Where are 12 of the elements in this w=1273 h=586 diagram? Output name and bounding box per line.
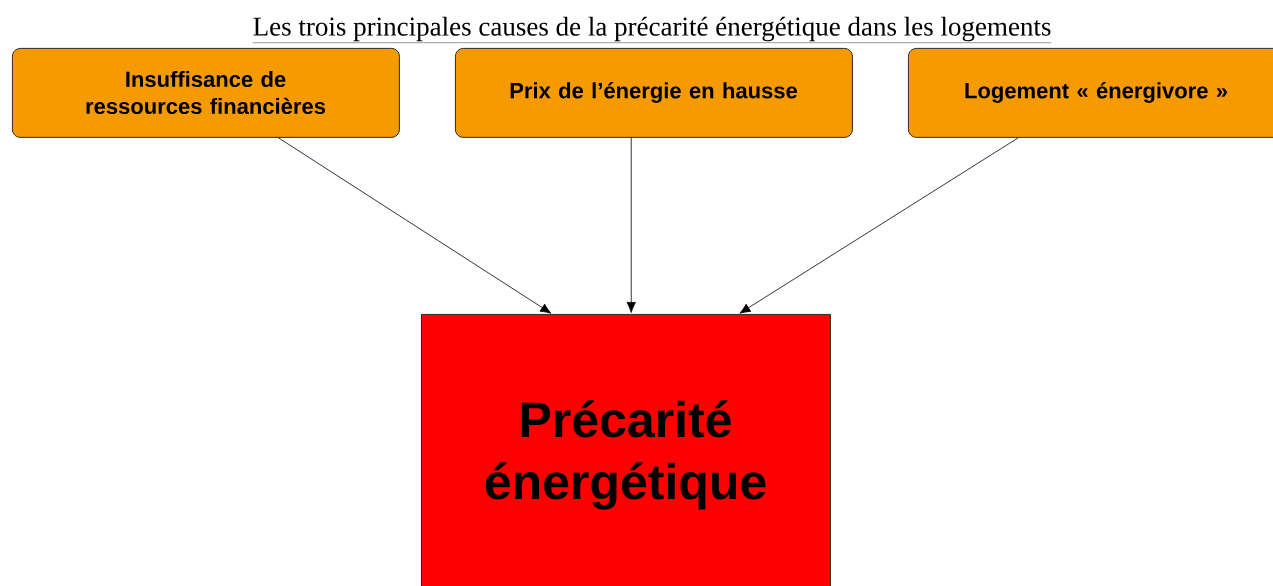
cause-text: Logement « énergivore »	[965, 82, 1228, 103]
result-text: Précarité énergétique	[485, 400, 766, 510]
cause-text: Insuffisance de ressources financières	[86, 70, 326, 115]
arrow	[278, 137, 552, 314]
arrow	[626, 137, 636, 313]
title: Les trois principales causes de la précarité énergétique dans les logements	[252, 16, 1052, 43]
cause-box	[908, 48, 1273, 138]
arrow	[739, 137, 1019, 314]
cause-box	[455, 48, 853, 138]
result-box	[421, 314, 831, 586]
cause-text: Prix de l’énergie en hausse	[510, 82, 798, 103]
cause-box	[12, 48, 400, 138]
